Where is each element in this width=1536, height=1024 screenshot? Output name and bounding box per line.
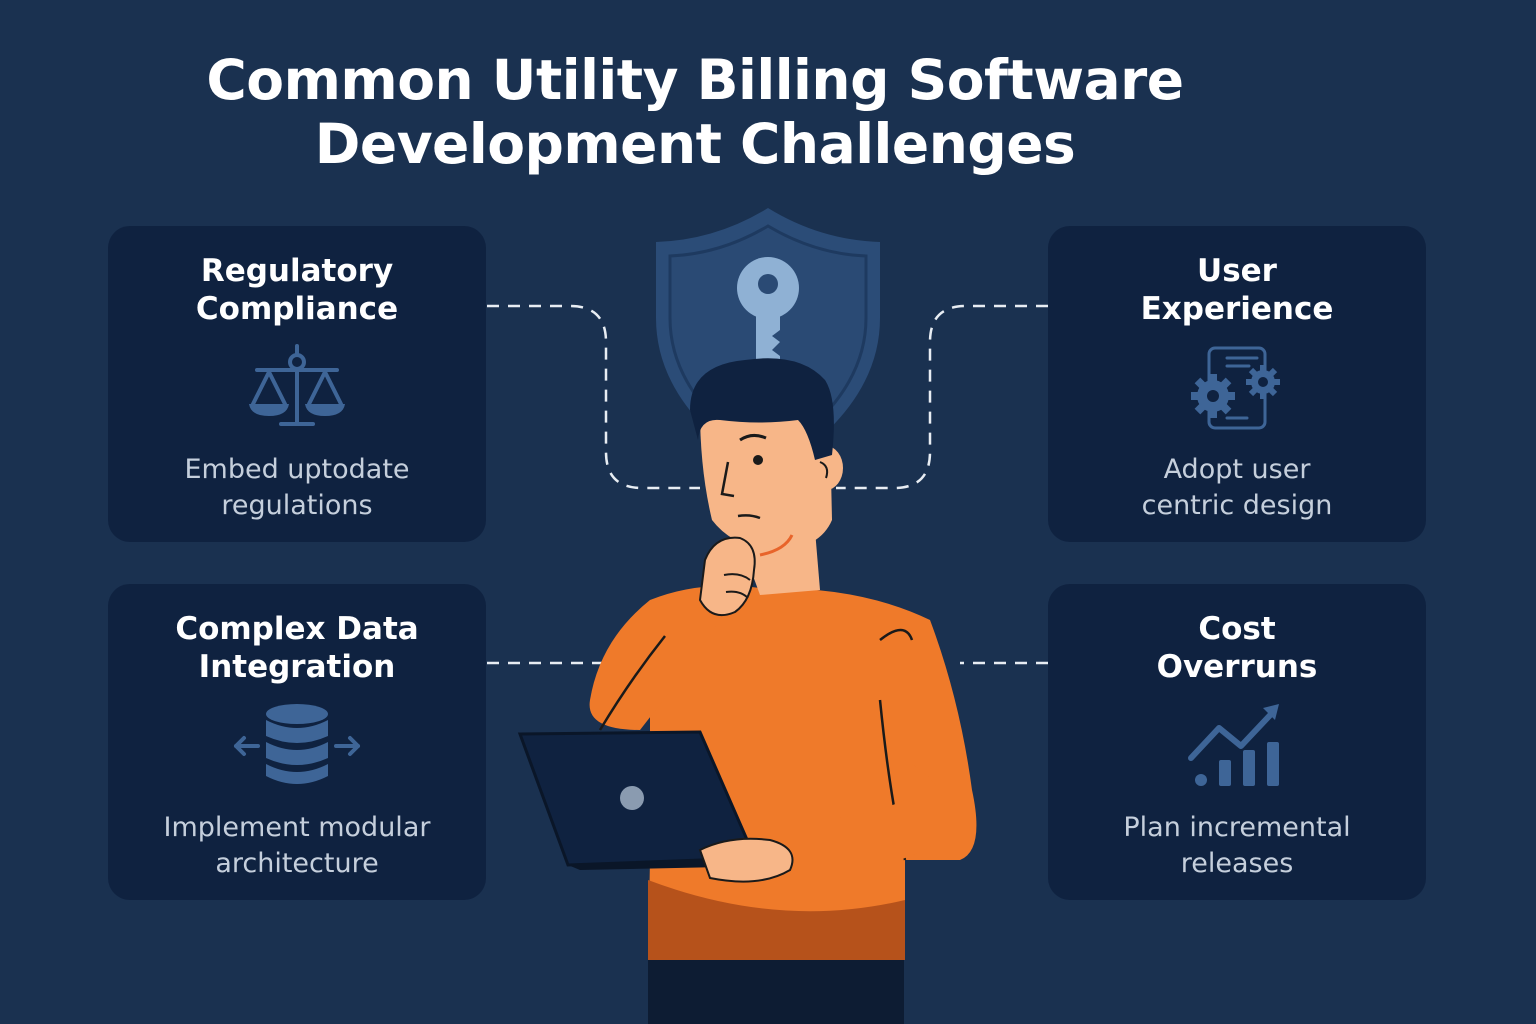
dashed-connectors [487,304,1048,665]
card-description: Implement modular architecture [163,812,431,879]
thinking-person [517,358,977,1024]
title-line-2: Development Challenges [314,112,1076,176]
gears-icon [1191,346,1280,430]
trend-chart-icon [1188,704,1279,786]
page-title: Common Utility Billing Software Developm… [0,48,1390,176]
card-cost-overruns: Cost Overruns Plan incremental releases [1048,584,1426,900]
card-regulatory-compliance: Regulatory Compliance Embed uptodate reg… [108,226,486,542]
card-title: Cost Overruns [1156,611,1318,685]
card-complex-data-integration: Complex Data Integration Implement modul… [108,584,486,900]
scales-icon [249,344,345,426]
database-icon [234,704,360,784]
card-description: Embed uptodate regulations [184,454,410,521]
card-description: Adopt user centric design [1141,454,1333,521]
title-line-1: Common Utility Billing Software [206,48,1184,112]
card-description: Plan incremental releases [1123,812,1351,879]
card-title: Regulatory Compliance [195,253,399,327]
card-title: User Experience [1140,253,1334,327]
card-title: Complex Data Integration [175,611,419,685]
card-user-experience: User Experience [1048,226,1426,542]
